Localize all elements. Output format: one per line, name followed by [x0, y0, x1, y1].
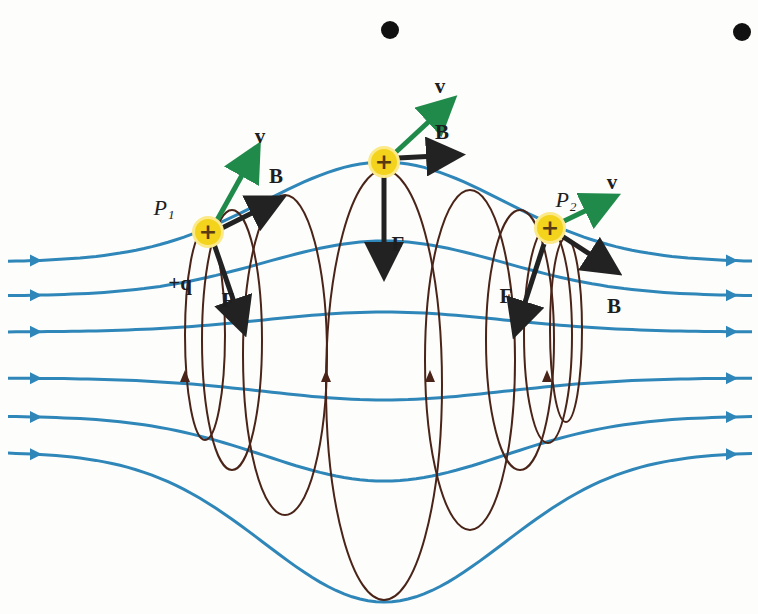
- field-arrowhead: [726, 289, 738, 301]
- vector-label: F: [392, 234, 405, 255]
- dot: [381, 21, 399, 39]
- charge-sign: +: [541, 217, 559, 239]
- helix-loops: [185, 170, 582, 600]
- vector-label: F: [500, 286, 513, 307]
- field-line: [8, 417, 752, 482]
- field-arrowhead: [30, 448, 42, 460]
- field-arrowhead: [726, 326, 738, 338]
- charge-sign: +: [199, 221, 217, 243]
- dot: [733, 23, 751, 41]
- field-arrowhead: [726, 411, 738, 423]
- field-arrowhead: [726, 372, 738, 384]
- vector-label: B: [269, 166, 283, 187]
- field-line: [8, 378, 752, 400]
- vector-label: v: [435, 76, 446, 97]
- vector-label: F: [222, 290, 235, 311]
- field-arrowhead: [726, 254, 738, 266]
- field-line: [8, 312, 752, 332]
- particle-name: P₂: [555, 189, 576, 211]
- vector-label: B: [607, 296, 621, 317]
- field-lines: [8, 162, 752, 602]
- field-arrowhead: [30, 372, 42, 384]
- charge-particle: +: [192, 216, 224, 248]
- loop-arrows: [180, 370, 552, 382]
- field-arrowhead: [30, 255, 42, 267]
- field-arrowhead: [30, 289, 42, 301]
- field-arrowhead: [30, 411, 42, 423]
- charge-sign: +: [375, 151, 393, 173]
- field-arrowhead: [30, 326, 42, 338]
- vectors: [214, 102, 614, 330]
- field-arrowhead: [726, 448, 738, 460]
- vector-label: B: [435, 122, 449, 143]
- field-line: [8, 453, 752, 602]
- field-line: [8, 241, 752, 296]
- charge-label: +q: [168, 273, 192, 294]
- charge-particle: +: [368, 146, 400, 178]
- particle-name: P₁: [153, 197, 174, 219]
- charge-particle: +: [534, 212, 566, 244]
- vector-label: v: [255, 126, 266, 147]
- vector-label: v: [607, 172, 618, 193]
